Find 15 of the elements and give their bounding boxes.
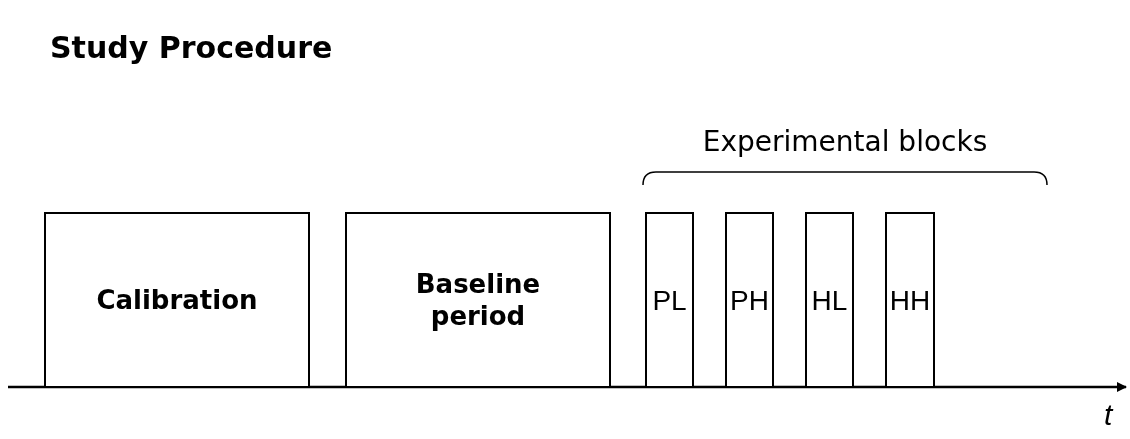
phase-label: HH [889, 283, 931, 318]
phase-label: Baseline period [414, 267, 542, 333]
bracket-label: Experimental blocks [702, 125, 988, 158]
phase-label: Calibration [96, 283, 258, 317]
phase-box [44, 212, 310, 388]
phase-box [345, 212, 611, 388]
phase-label: HL [811, 283, 848, 318]
axis-label: t [1104, 398, 1113, 432]
phase-label: PL [652, 283, 687, 318]
phase-label: PH [730, 283, 769, 318]
title: Study Procedure [50, 30, 333, 65]
block-box [885, 212, 935, 388]
block-box [725, 212, 774, 388]
block-box [805, 212, 854, 388]
block-box [645, 212, 694, 388]
